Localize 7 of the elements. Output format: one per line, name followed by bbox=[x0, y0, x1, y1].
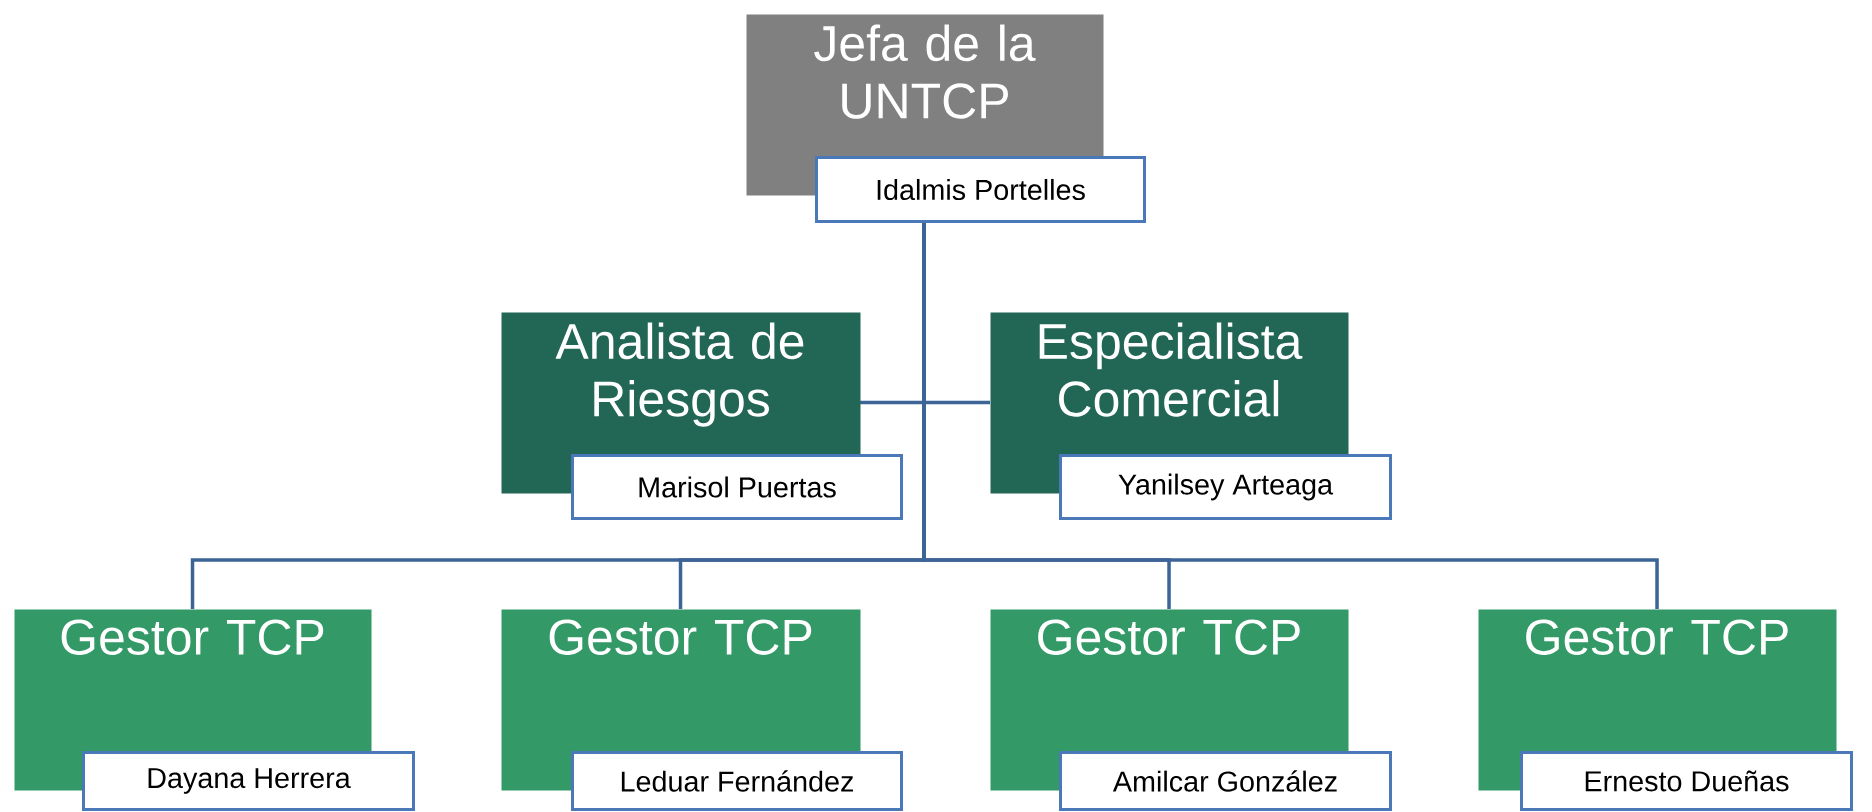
name-box: Ernesto Dueñas bbox=[1520, 751, 1853, 811]
name-box: Dayana Herrera bbox=[82, 751, 415, 811]
name-box: Amilcar González bbox=[1059, 751, 1392, 811]
name-box: Leduar Fernández bbox=[571, 751, 903, 811]
name-box: Idalmis Portelles bbox=[815, 156, 1146, 223]
name-box: Marisol Puertas bbox=[571, 454, 903, 520]
name-box: Yanilsey Arteaga bbox=[1059, 454, 1392, 520]
